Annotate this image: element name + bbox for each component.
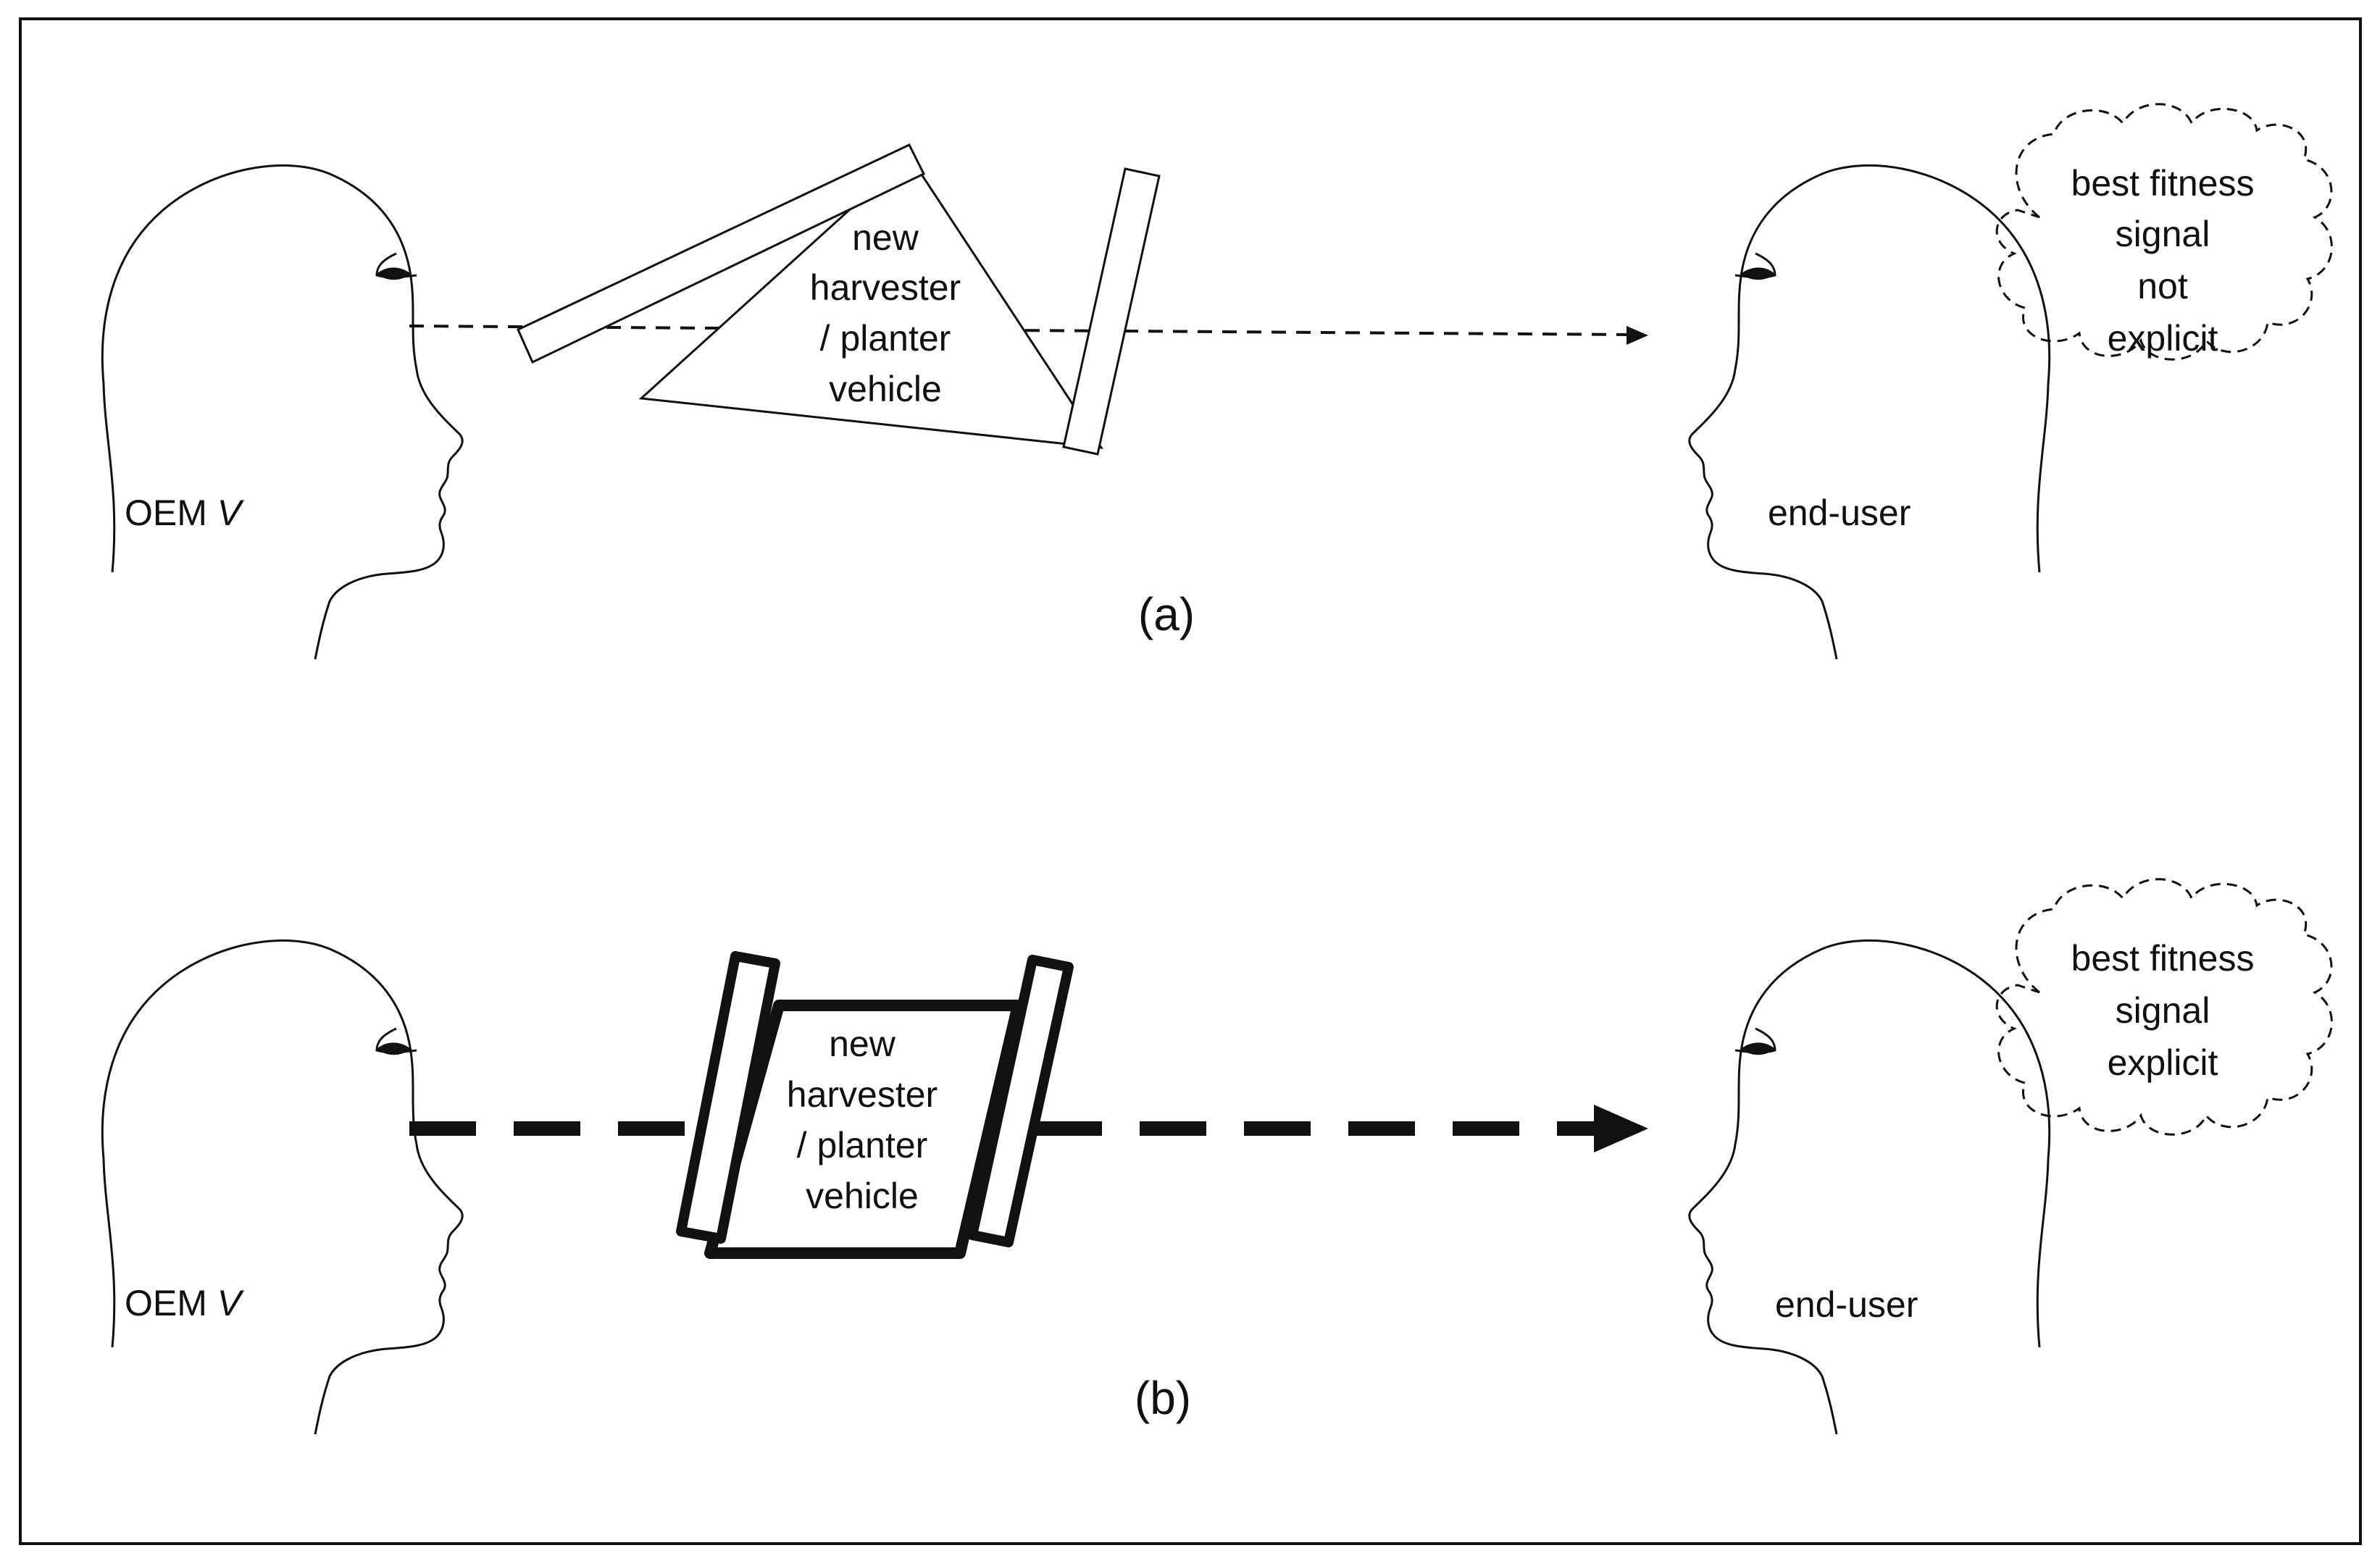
arrowhead-icon	[1594, 1105, 1648, 1152]
receiver-label: end-user	[1768, 493, 1911, 533]
sender-head-icon	[101, 164, 464, 661]
vehicle-text: new harvester / planter vehicle	[810, 217, 961, 409]
vehicle-line: new	[852, 217, 919, 258]
panel-a: OEM V end-user best fitness signal not e…	[101, 103, 2333, 661]
thought-text: best fitness signal explicit	[2071, 938, 2255, 1083]
vehicle-line: vehicle	[829, 369, 942, 409]
receiver-label: end-user	[1775, 1284, 1918, 1325]
thought-line: not	[2137, 266, 2188, 306]
thought-line: explicit	[2108, 318, 2218, 359]
vehicle-line: / planter	[820, 318, 951, 359]
receiver-head-icon	[1688, 939, 2051, 1436]
receiver-head-icon	[1688, 164, 2051, 661]
sender-label: OEM V	[125, 493, 245, 533]
vehicle-line: vehicle	[806, 1176, 919, 1216]
vehicle-line: harvester	[810, 267, 961, 308]
thought-line: best fitness	[2071, 163, 2255, 204]
thought-line: signal	[2116, 990, 2210, 1031]
left-bar	[676, 951, 780, 1244]
thought-line: signal	[2116, 214, 2210, 254]
right-bar	[967, 955, 1074, 1247]
vehicle-text: new harvester / planter vehicle	[787, 1024, 938, 1216]
sender-label: OEM V	[125, 1283, 245, 1323]
vehicle-line: new	[829, 1024, 896, 1064]
panel-b: OEM V end-user best fitness signal expli…	[101, 878, 2333, 1436]
signal-arrow-line	[409, 325, 1627, 336]
thought-line: explicit	[2108, 1042, 2218, 1083]
vehicle-triangle	[638, 154, 1103, 449]
vehicle-line: harvester	[787, 1074, 938, 1115]
figure-frame	[19, 17, 2362, 1545]
sender-head-icon	[101, 939, 464, 1436]
right-bar	[1062, 167, 1161, 456]
thought-text: best fitness signal not explicit	[2071, 163, 2255, 359]
arrowhead-icon	[1627, 326, 1648, 345]
left-bar	[517, 143, 926, 364]
panel-caption: (a)	[1138, 588, 1195, 640]
thought-line: best fitness	[2071, 938, 2255, 979]
panel-caption: (b)	[1135, 1372, 1191, 1424]
vehicle-line: / planter	[797, 1125, 928, 1165]
